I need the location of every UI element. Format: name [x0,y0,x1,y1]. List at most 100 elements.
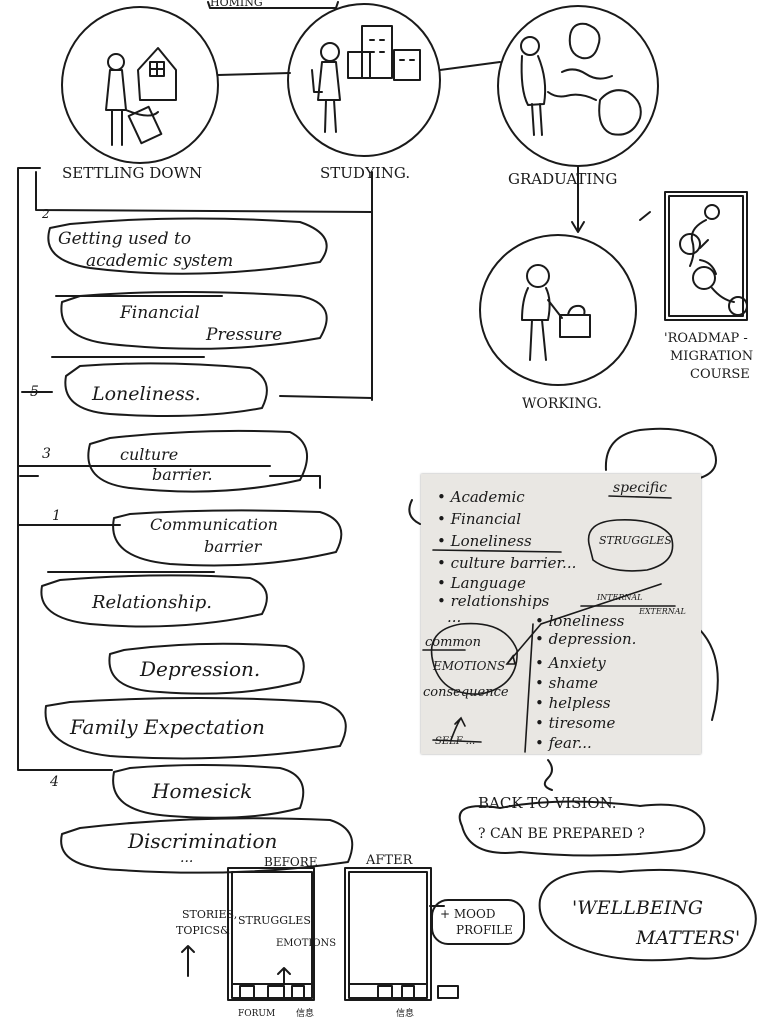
sticky-struggles: STRUGGLES [599,534,672,547]
struggle-text-0a: Getting used to [58,229,191,249]
struggle-blob-0 [47,217,328,275]
sticky-list-5: • relationships [437,592,550,610]
roadmap-phone-icon [664,191,748,321]
sticky-list-6: ... [447,608,461,626]
mood-profile-box [431,899,525,945]
prepared-cloud [458,800,706,857]
struggle-text-9b: ... [180,850,193,866]
struggle-text-0b: academic system [86,251,233,271]
sticky-internal: INTERNAL [596,593,642,602]
chinese-label-2: 信息 [396,1007,414,1019]
before-label: BEFORE [264,855,318,869]
struggle-blob-5 [40,574,268,628]
sticky-list-1: • Financial [437,510,521,528]
tick-right-culture [269,475,321,489]
after-phone-icon [344,867,459,1001]
wellbeing-line-2: MATTERS' [635,927,740,949]
connector-2 [439,61,501,71]
struggle-blob-4 [112,509,343,567]
wellbeing-line-1: 'WELLBEING [572,897,703,919]
sticky-specific: specific [613,480,667,496]
struggle-text-4a: Communication [150,515,278,534]
sticky-external: EXTERNAL [638,607,686,616]
struggle-number-4: 1 [52,508,61,524]
connector-1 [217,72,291,76]
before-note-topics: TOPICS& [176,924,230,937]
stage-label-working: WORKING. [522,396,602,412]
top-cut-box [207,1,339,9]
can-be-prepared: ? CAN BE PREPARED ? [478,826,645,842]
loneliness-strike [432,549,562,553]
struggle-number-0: 2 [41,207,50,221]
struggle-text-1a: Financial [119,303,200,323]
person-with-house-icon [105,47,177,146]
emotion-arrow [506,583,662,665]
roadmap-label-2: MIGRATION [670,349,753,364]
struggle-text-4b: barrier [204,537,263,556]
roadmap-label-3: COURSE [690,367,750,382]
sticky-note-svg: • Academic • Financial • Loneliness • cu… [422,480,686,753]
struggles-circle [587,519,674,572]
before-phone-icon [227,867,315,1001]
sticky-emotion-3: • shame [535,674,598,692]
struggle-blob-9 [60,817,354,874]
struggle-blob-8 [112,764,305,819]
back-to-vision: BACK TO VISION. [478,794,617,812]
sticky-self: SELF-... [435,736,475,747]
sticky-emotion-5: • tiresome [535,714,615,732]
emotion-divider [524,623,534,753]
self-strike [432,739,482,743]
top-bracket [35,171,373,213]
working-circle [479,234,637,386]
struggle-text-3a: culture [120,445,178,464]
struggle-text-3b: barrier. [152,465,213,484]
sticky-emotion-1: • depression. [535,630,636,648]
struggle-text-9a: Discrimination [127,829,277,853]
person-with-roadmap-icon [520,22,642,136]
connector-3-arrow [571,221,585,233]
sticky-common: common [425,635,481,650]
sticky-emotion-2: • Anxiety [535,654,606,672]
left-bracket [17,167,113,771]
roadmap-label-1: 'ROADMAP - [664,331,748,346]
struggle-number-2: 5 [30,384,39,400]
after-label: AFTER [365,853,414,868]
line-right-loneliness [279,395,373,399]
studying-circle [287,3,441,157]
struggle-text-8: Homesick [151,779,252,803]
struggle-blob-1 [60,291,328,350]
before-note-stories: STORIES, [182,908,237,921]
stage-label-graduating: GRADUATING [508,170,617,188]
chinese-label-1: 信息 [296,1007,314,1019]
struggle-blob-2 [64,362,268,417]
stage-label-settling: SETTLING DOWN [62,164,202,182]
sticky-list-0: • Academic [437,488,525,506]
sticky-list-3: • culture barrier... [437,554,576,572]
sticky-list-4: • Language [437,574,526,592]
before-note-struggles: STRUGGLES [238,914,311,927]
student-with-buildings-icon [311,25,421,133]
top-cut-label: HOMING [210,0,263,9]
vision-arrow [543,759,553,791]
sticky-emotions: EMOTIONS [432,659,505,673]
sticky-emotion-6: • fear... [535,734,592,752]
sticky-consequence: consequence [423,685,509,700]
mood-profile-2: PROFILE [456,923,513,937]
struggle-text-2: Loneliness. [91,383,201,405]
forum-label: FORUM [238,1009,275,1019]
sticky-list-2: • Loneliness [437,532,532,550]
struggle-text-1b: Pressure [205,325,282,345]
settling-circle [61,6,219,164]
struggle-blob-7 [44,697,347,760]
emotions-circle [430,622,518,695]
wellbeing-cloud [538,868,757,962]
self-arrow [450,716,466,741]
mood-profile-1: + MOOD [440,907,495,921]
struggle-number-8: 4 [49,774,59,790]
struggle-text-7: Family Expectation [69,715,265,739]
sticky-emotion-4: • helpless [535,694,611,712]
struggle-number-3: 3 [42,446,51,462]
before-note-emotions: EMOTIONS [276,938,336,949]
specific-underline [608,495,672,499]
